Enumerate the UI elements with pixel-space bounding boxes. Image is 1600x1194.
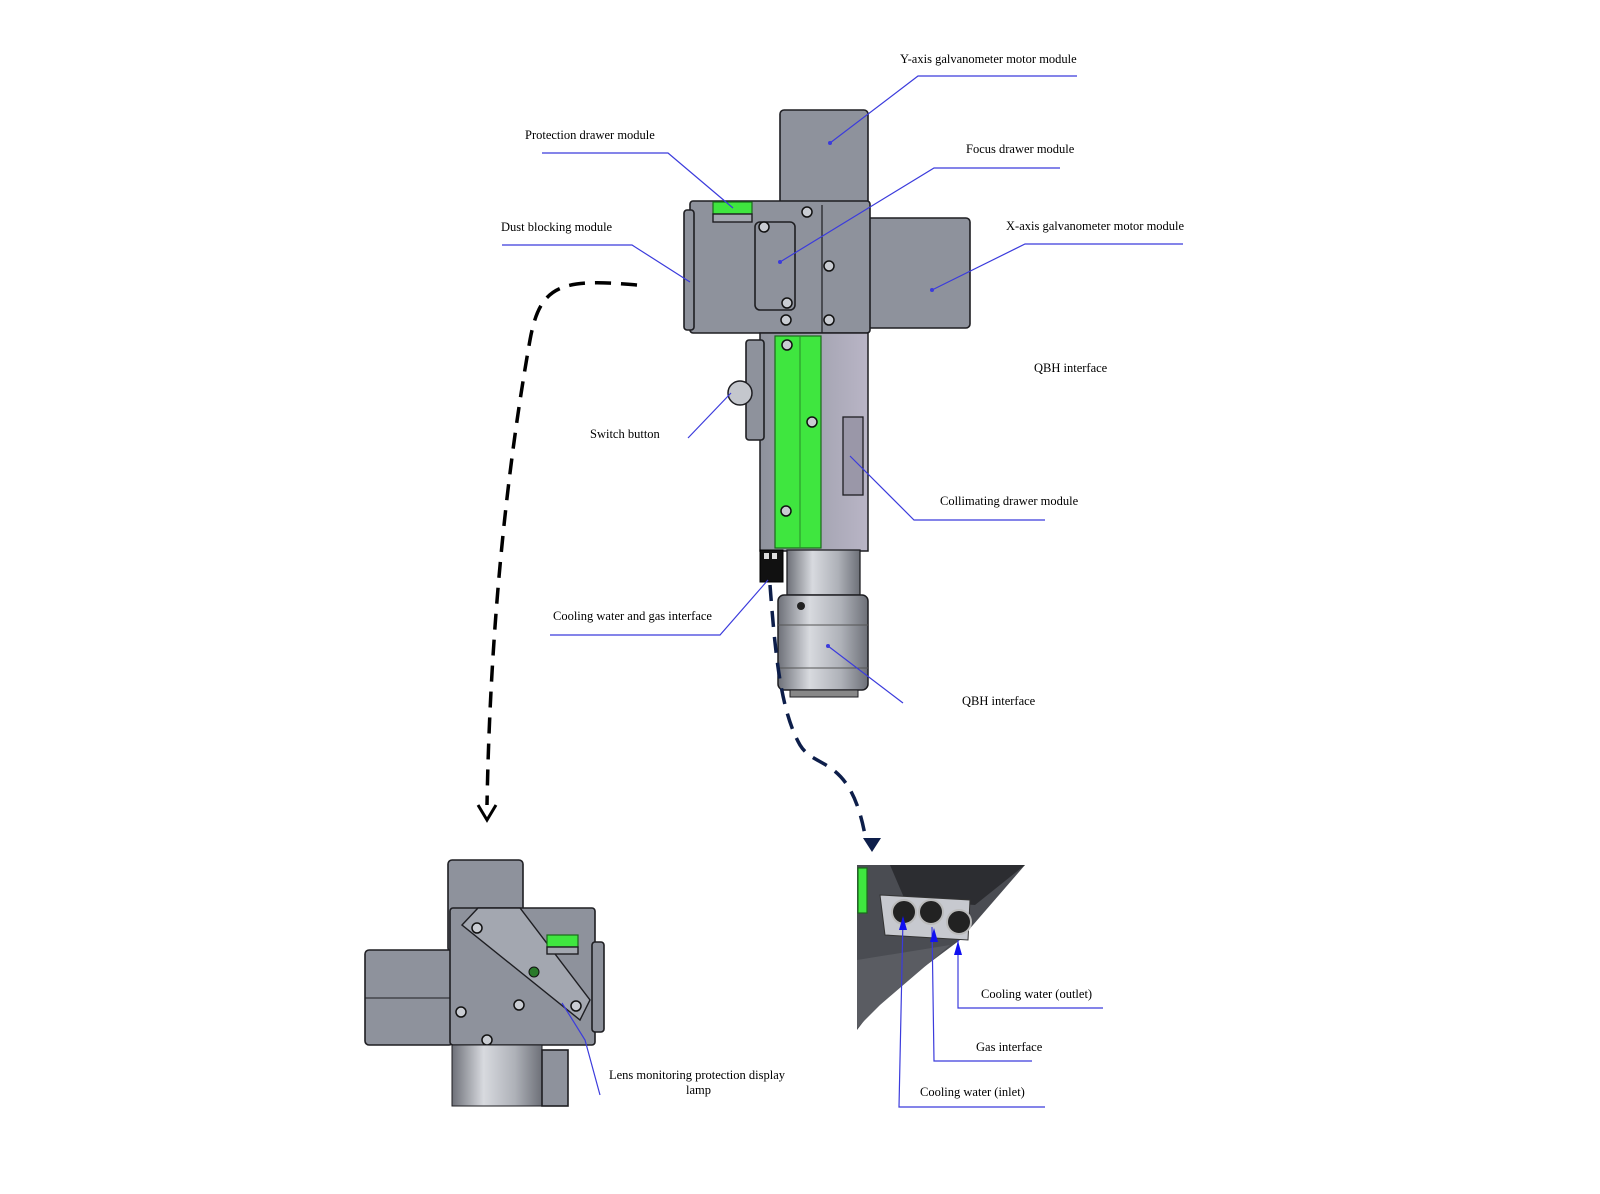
label-dust-blocking: Dust blocking module bbox=[501, 220, 613, 234]
label-lens-lamp-line2: lamp bbox=[686, 1083, 711, 1097]
label-qbh-interface-upper: QBH interface bbox=[1034, 361, 1108, 375]
arrowhead-right-icon bbox=[863, 838, 881, 852]
label-cooling-outlet: Cooling water (outlet) bbox=[981, 987, 1092, 1001]
x-axis-motor bbox=[865, 217, 971, 329]
label-collimating-drawer: Collimating drawer module bbox=[940, 494, 1079, 508]
focus-drawer-plate bbox=[754, 221, 796, 311]
screws bbox=[758, 206, 835, 326]
label-cooling-inlet: Cooling water (inlet) bbox=[920, 1085, 1025, 1099]
label-gas-interface: Gas interface bbox=[976, 1040, 1043, 1054]
lens-lamp-housing bbox=[591, 941, 605, 1033]
switch-button-knob bbox=[727, 380, 753, 406]
label-protection-drawer: Protection drawer module bbox=[525, 128, 655, 142]
arrowhead-left-icon bbox=[476, 804, 498, 823]
label-lens-lamp-line1: Lens monitoring protection display bbox=[609, 1068, 786, 1082]
dashed-arrow-right bbox=[768, 584, 867, 836]
collimating-drawer-slot bbox=[842, 416, 864, 496]
main-scan-head bbox=[683, 109, 971, 698]
connector-detail bbox=[857, 865, 1103, 1108]
qbh-neck bbox=[786, 549, 861, 596]
labels: Y-axis galvanometer motor module Protect… bbox=[501, 52, 1185, 708]
protection-drawer-tab bbox=[712, 213, 753, 223]
label-cooling-gas: Cooling water and gas interface bbox=[553, 609, 712, 623]
label-x-axis-motor: X-axis galvanometer motor module bbox=[1006, 219, 1185, 233]
leader-lines bbox=[502, 75, 1183, 704]
dust-blocking-flap bbox=[683, 209, 695, 331]
label-y-axis-motor: Y-axis galvanometer motor module bbox=[900, 52, 1077, 66]
cooling-gas-connector bbox=[759, 549, 784, 583]
qbh-cylinder bbox=[777, 594, 869, 691]
dashed-arrow-left bbox=[485, 281, 638, 806]
rear-view-detail bbox=[364, 859, 605, 1107]
label-qbh-interface: QBH interface bbox=[962, 694, 1036, 708]
label-focus-drawer: Focus drawer module bbox=[966, 142, 1075, 156]
label-switch-button: Switch button bbox=[590, 427, 661, 441]
collimating-green-strip bbox=[774, 335, 822, 549]
lens-monitor-lamp bbox=[528, 966, 540, 978]
